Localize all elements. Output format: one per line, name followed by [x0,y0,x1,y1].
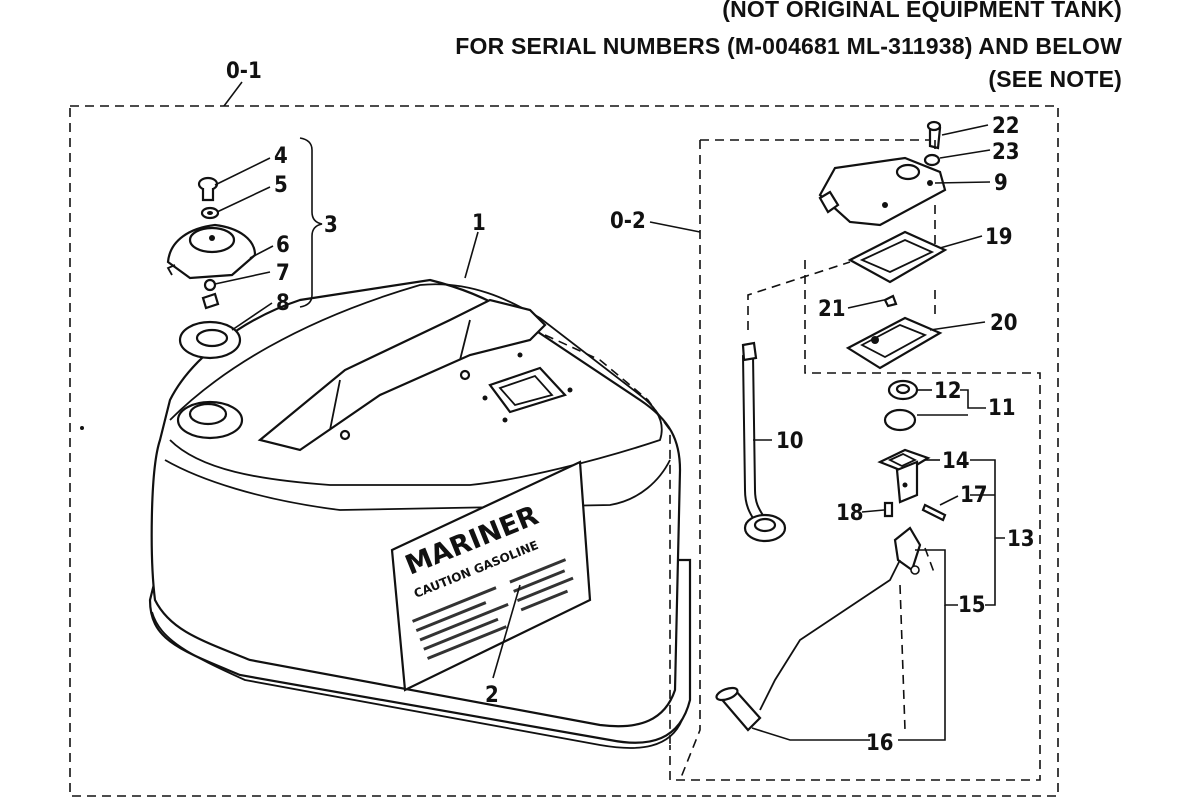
gauge-housing-9 [818,156,947,227]
callout-21: 21 [818,297,846,322]
callout-13: 13 [1007,527,1035,552]
callout-14: 14 [942,449,970,474]
gasket-19 [847,230,948,284]
callout-0-1: 0-1 [226,59,262,84]
o-ring-plug-11-12 [883,379,919,432]
filler-cap-assembly [166,176,257,360]
float-16 [715,686,762,732]
callout-10: 10 [776,429,804,454]
header-line-3: (SEE NOTE) [988,66,1122,92]
screw-18 [883,501,894,518]
callout-18: 18 [836,501,864,526]
assembly-box-0-2 [679,139,940,781]
callout-23: 23 [992,140,1020,165]
callout-11: 11 [988,396,1016,421]
float-arm-15 [759,526,922,711]
plate-20 [845,316,943,370]
callout-22: 22 [992,114,1020,139]
callout-20: 20 [990,311,1018,336]
callout-19: 19 [985,225,1013,250]
pin-17 [921,503,947,522]
callout-3: 3 [324,213,338,238]
screw-washer-22-23 [923,120,942,167]
bracket-3 [299,137,323,308]
bracket-13 [970,459,1005,606]
tank-label-decal: MARINER CAUTION GASOLINE [390,460,592,692]
callout-8: 8 [276,291,290,316]
callout-6: 6 [276,233,290,258]
callout-15: 15 [958,593,986,618]
part-21 [883,294,898,308]
callout-9: 9 [994,171,1008,196]
callout-2: 2 [485,683,499,708]
callout-16: 16 [866,731,894,756]
header-line-2: FOR SERIAL NUMBERS (M-004681 ML-311938) … [455,33,1122,59]
callout-4: 4 [274,144,288,169]
callout-0-2: 0-2 [610,209,646,234]
header-line-1: (NOT ORIGINAL EQUIPMENT TANK) [722,0,1122,22]
gauge-head-14 [877,448,931,504]
callout-12: 12 [934,379,962,404]
callout-7: 7 [276,261,290,286]
callout-5: 5 [274,173,288,198]
pickup-tube-10 [741,341,787,543]
callout-1: 1 [472,211,486,236]
